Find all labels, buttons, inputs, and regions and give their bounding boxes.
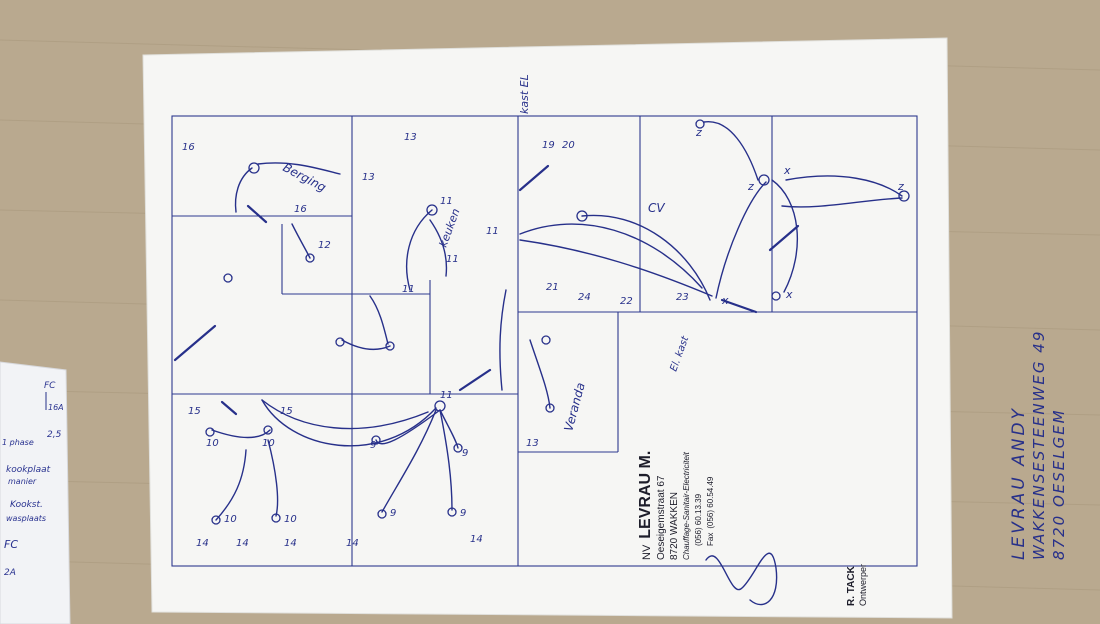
floor-plan-walls [171,115,918,567]
stamp-street: Oeseigemstraat 67 [656,475,667,560]
lamp-symbols [205,119,910,525]
stamp-city: 8720 WAKKEN [669,492,680,560]
stamp-fax-label: Fax [706,533,715,546]
signature-name: R. TACK [846,565,857,606]
plan-label: 10 [262,438,275,449]
plan-label: 14 [196,538,209,549]
plan-label: 19 [542,140,555,151]
plan-label: 11 [440,196,453,207]
side-note: 1 phase [2,438,34,447]
plan-label: 10 [284,514,297,525]
plan-label: 14 [236,538,249,549]
plan-label: 9 [462,448,468,459]
side-note: FC [44,381,56,391]
plan-label: 24 [578,292,591,303]
plan-label: x [721,294,729,307]
plan-label: 11 [440,390,453,401]
customer-city: 8720 OESELGEM [1050,408,1068,560]
stamp-phone: (056) 60.13.39 [694,493,703,546]
paper-sheet [142,37,953,619]
designer-signature: R. TACK Ontwerper [846,564,868,606]
customer-address: LEVRAU ANDY WAKKENSESTEENWEG 49 8720 OES… [1009,330,1068,560]
plan-label: 23 [676,292,689,303]
plan-label: 12 [318,240,331,251]
svg-text:Fax(056) 60.54.49: Fax (056) 60.54.49 [706,476,715,546]
side-note: wasplaats [6,514,46,523]
signature-role: Ontwerper [858,564,868,606]
room-note-kast-el: kast EL [518,74,531,114]
plan-label: z [695,126,702,139]
side-note: 2,5 [47,430,62,440]
plan-labels: 16 16 13 13 13 12 11 11 11 11 11 10 10 1… [182,126,904,549]
plan-label: 14 [284,538,297,549]
plan-label: 20 [562,140,575,151]
side-note: 2A [4,568,16,578]
stamp-trades: Chauffage-Sanitair-Electriciteit [682,451,691,560]
plan-label: 9 [370,440,376,451]
plan-label: 21 [546,282,559,293]
side-note: kookplaat [6,465,51,475]
plan-label: x [785,288,793,301]
plan-label: x [783,164,791,177]
side-sheet: FC 16A 2,5 1 phase kookplaat manier Kook… [0,361,71,624]
plan-label: 13 [526,438,539,449]
plan-label: 11 [486,226,499,237]
wiring-lines [211,121,903,521]
plan-label: 9 [390,508,396,519]
plan-label: CV [648,201,665,215]
side-note: FC [4,538,18,551]
plan-label: 11 [446,254,459,265]
stamp-company: LEVRAU M. [637,451,654,539]
plan-label: 15 [280,406,293,417]
plan-label: 16 [182,142,195,153]
plan-label: 15 [188,406,201,417]
stamp-fax: (056) 60.54.49 [706,476,715,529]
plan-label: 14 [346,538,359,549]
customer-street: WAKKENSESTEENWEG 49 [1030,330,1048,560]
plan-label: 13 [362,172,375,183]
signature-scribble [705,552,778,606]
plan-label: 14 [470,534,483,545]
side-note: 16A [48,403,64,412]
company-stamp: NV LEVRAU M. Oeseigemstraat 67 8720 WAKKE… [637,451,715,560]
plan-label: 10 [206,438,219,449]
side-note: manier [8,477,37,486]
customer-name: LEVRAU ANDY [1009,406,1029,560]
svg-text:NVLEVRAU M.: NV LEVRAU M. [637,451,654,560]
plan-label: z [897,180,904,193]
plan-label: 11 [402,284,415,295]
plan-label: 16 [294,204,307,215]
plan-label: z [747,180,754,193]
plan-label: 13 [404,132,417,143]
plan-label: 22 [620,296,633,307]
side-note: Kookst. [10,500,43,510]
stamp-prefix: NV [641,544,653,560]
plan-label: 9 [460,508,466,519]
plan-label: 10 [224,514,237,525]
